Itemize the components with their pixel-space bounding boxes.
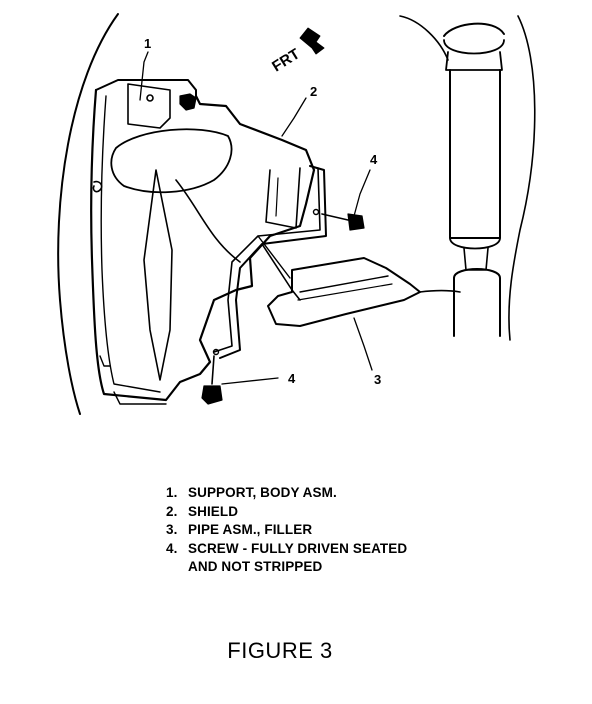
body-support [95,79,197,129]
shock-absorber [399,15,536,341]
legend-item: 4. SCREW - FULLY DRIVEN SEATED AND NOT S… [166,540,407,577]
leader-3 [353,317,373,371]
legend-number: 4. [166,540,178,556]
legend-text: PIPE ASM., FILLER [188,522,313,537]
legend-item: 3. PIPE ASM., FILLER [166,521,407,540]
callout-2: 2 [310,84,317,99]
wheel-well-arc [57,13,119,415]
leader-4-upper [353,169,371,217]
callout-3: 3 [374,372,381,387]
figure-caption: FIGURE 3 [227,638,333,663]
legend-text: SHIELD [188,503,239,519]
callout-1: 1 [144,36,151,51]
legend-text: SCREW - FULLY DRIVEN SEATED AND NOT STRI… [188,540,408,575]
legend-number: 3. [166,522,178,537]
legend-number: 2. [166,503,178,519]
screw-upper [312,208,365,231]
callout-4-upper: 4 [370,152,378,167]
callout-4-lower: 4 [288,371,296,386]
leader-2 [281,97,307,137]
front-arrow-icon [299,27,325,55]
shield [90,88,316,405]
legend-number: 1. [166,485,178,500]
legend-item: 1. SUPPORT, BODY ASM. [166,484,407,503]
leader-4-lower [221,377,279,385]
exploded-parts-diagram: FRT 1 2 4 4 3 [57,13,536,415]
front-direction-label: FRT [269,46,303,76]
leader-1 [139,51,149,101]
screw-lower [201,348,223,405]
filler-pipe [213,165,461,359]
parts-legend: 1. SUPPORT, BODY ASM. 2. SHIELD 3. PIPE … [166,484,407,577]
legend-item: 2. SHIELD [166,503,407,522]
upper-fastener [146,93,197,111]
legend-text: SUPPORT, BODY ASM. [188,485,337,500]
